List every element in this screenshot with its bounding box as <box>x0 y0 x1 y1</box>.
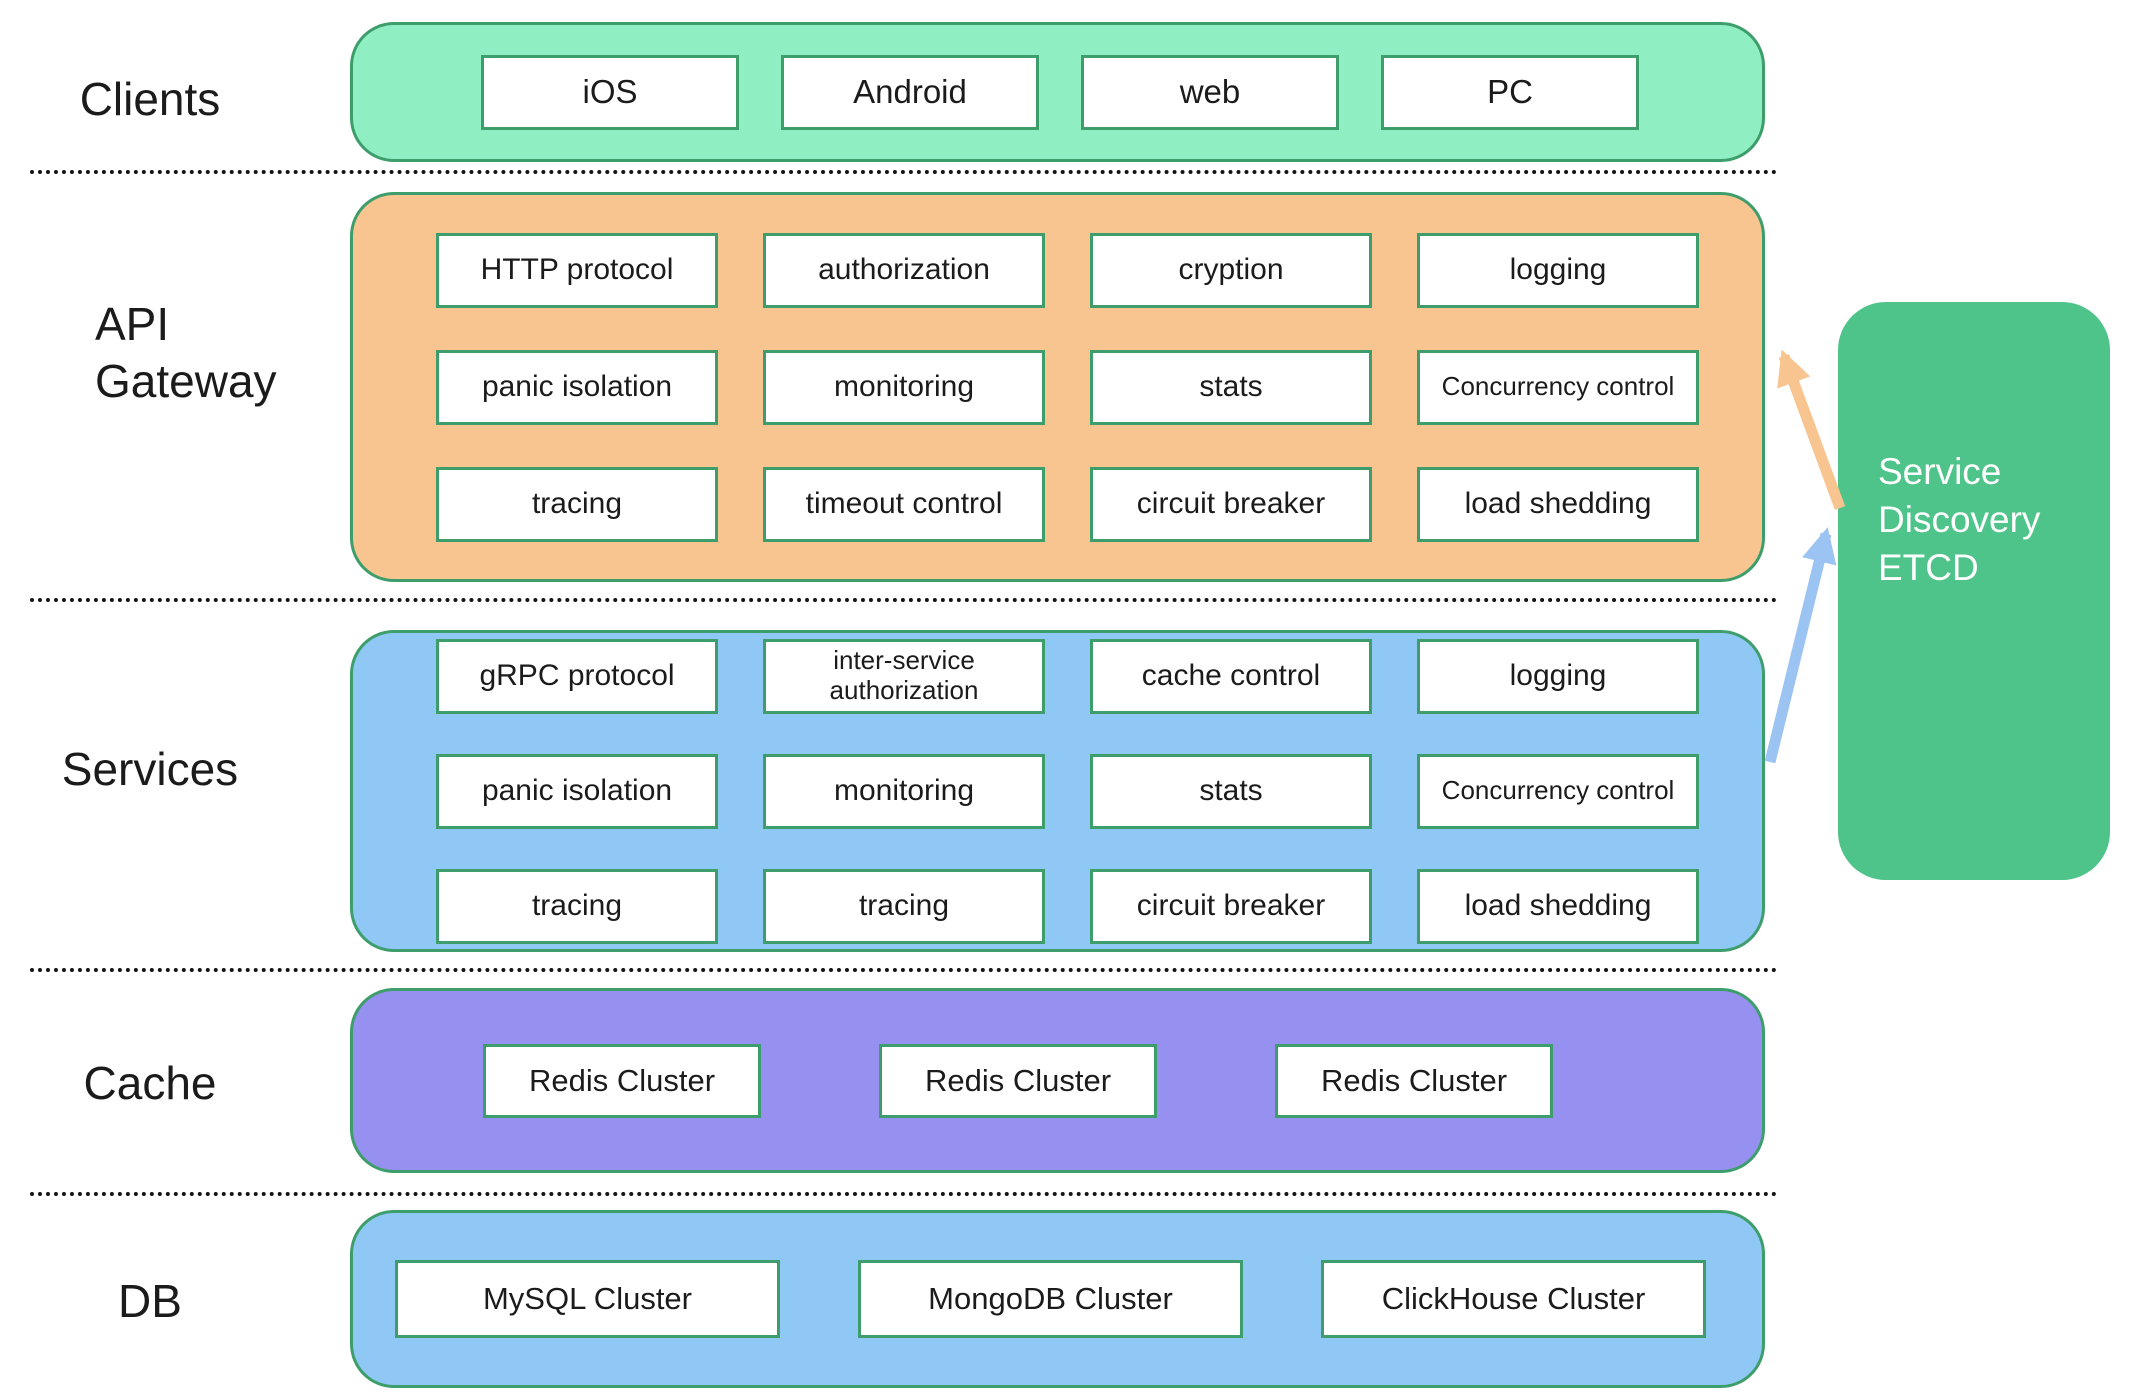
arrow-services-to-etcd <box>1764 527 1837 764</box>
services-grid: gRPC protocol inter-service authorizatio… <box>353 633 1762 949</box>
cache-box-redis-3: Redis Cluster <box>1275 1043 1553 1118</box>
db-box-clickhouse: ClickHouse Cluster <box>1321 1260 1706 1338</box>
gateway-cell-tracing: tracing <box>436 466 718 542</box>
separator-services-cache <box>30 968 1778 972</box>
service-cell-cache-control: cache control <box>1090 638 1372 714</box>
api-gateway-row: HTTP protocol authorization cryption log… <box>353 232 1762 308</box>
cache-row: Redis Cluster Redis Cluster Redis Cluste… <box>353 991 1762 1170</box>
gateway-cell-http-protocol: HTTP protocol <box>436 232 718 308</box>
client-box-android: Android <box>781 54 1039 130</box>
label-db: DB <box>118 1275 182 1327</box>
service-cell-circuit-breaker: circuit breaker <box>1090 868 1372 944</box>
etcd-label-line1: Service <box>1878 451 2002 492</box>
gateway-cell-circuit-breaker: circuit breaker <box>1090 466 1372 542</box>
label-cache: Cache <box>83 1057 217 1109</box>
api-gateway-row: panic isolation monitoring stats Concurr… <box>353 349 1762 425</box>
api-gateway-row: tracing timeout control circuit breaker … <box>353 466 1762 542</box>
clients-row: iOS Android web PC <box>353 25 1762 159</box>
gateway-cell-monitoring: monitoring <box>763 349 1045 425</box>
service-cell-grpc-protocol: gRPC protocol <box>436 638 718 714</box>
separator-gateway-services <box>30 598 1778 602</box>
client-box-web: web <box>1081 54 1339 130</box>
clients-layer: iOS Android web PC <box>350 22 1765 162</box>
cache-box-redis-2: Redis Cluster <box>879 1043 1157 1118</box>
cache-box-redis-1: Redis Cluster <box>483 1043 761 1118</box>
label-clients: Clients <box>79 73 221 125</box>
service-cell-monitoring: monitoring <box>763 753 1045 829</box>
services-row: tracing tracing circuit breaker load she… <box>353 868 1762 944</box>
arrow-etcd-to-api-gateway <box>1777 349 1846 510</box>
db-box-mongodb: MongoDB Cluster <box>858 1260 1243 1338</box>
client-box-ios: iOS <box>481 54 739 130</box>
service-discovery-etcd-box: Service Discovery ETCD <box>1838 302 2110 880</box>
services-row: panic isolation monitoring stats Concurr… <box>353 753 1762 829</box>
client-box-pc: PC <box>1381 54 1639 130</box>
separator-cache-db <box>30 1192 1778 1196</box>
api-gateway-grid: HTTP protocol authorization cryption log… <box>353 195 1762 579</box>
service-cell-stats: stats <box>1090 753 1372 829</box>
gateway-cell-load-shedding: load shedding <box>1417 466 1699 542</box>
services-row: gRPC protocol inter-service authorizatio… <box>353 638 1762 714</box>
separator-clients-gateway <box>30 170 1778 174</box>
service-cell-logging: logging <box>1417 638 1699 714</box>
gateway-cell-cryption: cryption <box>1090 232 1372 308</box>
gateway-cell-logging: logging <box>1417 232 1699 308</box>
gateway-cell-authorization: authorization <box>763 232 1045 308</box>
etcd-label-line2: Discovery <box>1878 499 2041 541</box>
db-row: MySQL Cluster MongoDB Cluster ClickHouse… <box>353 1213 1762 1385</box>
service-cell-inter-service-authorization: inter-service authorization <box>763 638 1045 714</box>
api-gateway-layer: HTTP protocol authorization cryption log… <box>350 192 1765 582</box>
db-box-mysql: MySQL Cluster <box>395 1260 780 1338</box>
cache-layer: Redis Cluster Redis Cluster Redis Cluste… <box>350 988 1765 1173</box>
label-api-gateway: API Gateway <box>0 296 300 410</box>
label-services: Services <box>61 743 239 795</box>
etcd-label-line3: ETCD <box>1878 547 1979 589</box>
gateway-cell-stats: stats <box>1090 349 1372 425</box>
services-layer: gRPC protocol inter-service authorizatio… <box>350 630 1765 952</box>
service-cell-panic-isolation: panic isolation <box>436 753 718 829</box>
label-api-gateway-line1: API <box>95 298 170 350</box>
service-cell-tracing-1: tracing <box>436 868 718 944</box>
service-cell-concurrency-control: Concurrency control <box>1417 753 1699 829</box>
service-cell-tracing-2: tracing <box>763 868 1045 944</box>
gateway-cell-timeout-control: timeout control <box>763 466 1045 542</box>
gateway-cell-concurrency-control: Concurrency control <box>1417 349 1699 425</box>
gateway-cell-panic-isolation: panic isolation <box>436 349 718 425</box>
service-cell-load-shedding: load shedding <box>1417 868 1699 944</box>
label-api-gateway-line2: Gateway <box>95 355 277 408</box>
service-discovery-etcd-label: Service Discovery ETCD <box>1878 448 2040 592</box>
db-layer: MySQL Cluster MongoDB Cluster ClickHouse… <box>350 1210 1765 1388</box>
